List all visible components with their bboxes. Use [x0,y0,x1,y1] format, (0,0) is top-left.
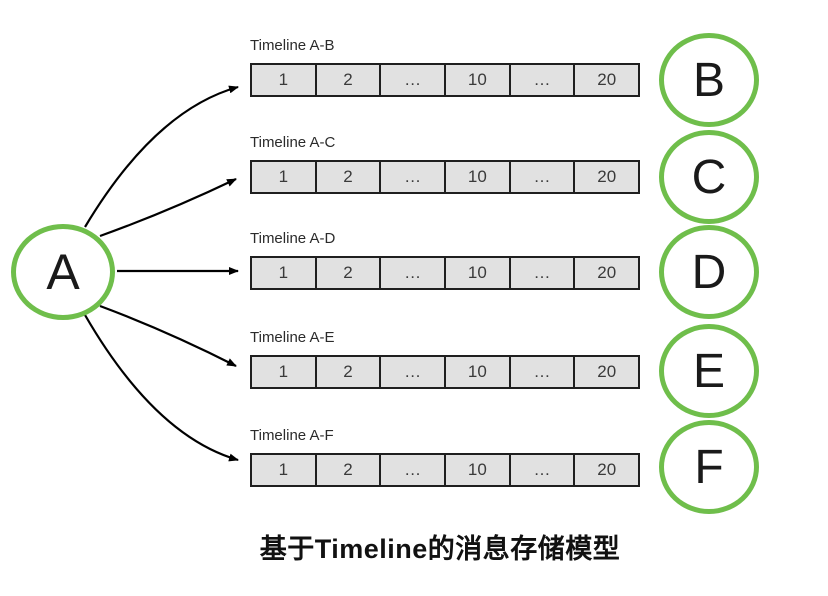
node-f: F [659,420,759,514]
timeline-cell: 2 [316,65,382,95]
timeline-cell: … [381,258,447,288]
timeline-cell: 20 [575,258,639,288]
timeline-cell: 2 [316,357,382,387]
timeline-cell: … [381,455,447,485]
timeline-cell: 20 [575,65,639,95]
node-d-label: D [691,245,727,299]
timeline-row-a-d: 1 2 … 10 … 20 [250,256,640,290]
timeline-group-a-d: Timeline A-D 1 2 … 10 … 20 [250,230,640,290]
timeline-label-a-b: Timeline A-B [250,37,335,54]
node-b-label: B [692,53,725,107]
timeline-cell: … [381,357,447,387]
arrow-a-to-b [84,85,239,228]
timeline-cell: 1 [252,162,317,192]
timeline-group-a-b: Timeline A-B 1 2 … 10 … 20 [250,37,640,97]
node-b: B [659,33,759,127]
timeline-cell: 2 [316,455,382,485]
diagram-title: 基于Timeline的消息存储模型 [259,534,621,564]
timeline-cell: 20 [575,357,639,387]
timeline-cell: 10 [446,455,511,485]
timeline-cell: 20 [575,162,639,192]
timeline-cell: … [381,65,447,95]
timeline-cell: 2 [316,162,382,192]
timeline-cell: 2 [316,258,382,288]
timeline-cell: 1 [252,65,317,95]
timeline-label-a-d: Timeline A-D [250,230,336,247]
timeline-cell: … [510,258,576,288]
timeline-cell: … [510,357,576,387]
timeline-cell: 20 [575,455,639,485]
node-a-label: A [46,244,80,300]
timeline-group-a-c: Timeline A-C 1 2 … 10 … 20 [250,134,640,194]
timeline-cell: 10 [446,162,511,192]
arrow-a-to-c [99,178,237,238]
timeline-cell: 1 [252,258,317,288]
timeline-cell: 10 [446,357,511,387]
timeline-cell: 1 [252,455,317,485]
timeline-cell: … [381,162,447,192]
arrow-a-to-e [99,304,237,367]
timeline-cell: … [510,65,576,95]
timeline-row-a-c: 1 2 … 10 … 20 [250,160,640,194]
timeline-label-a-c: Timeline A-C [250,134,336,151]
node-d: D [659,225,759,319]
node-c-label: C [691,150,727,204]
timeline-group-a-f: Timeline A-F 1 2 … 10 … 20 [250,427,640,487]
timeline-row-a-e: 1 2 … 10 … 20 [250,355,640,389]
node-a: A [11,224,115,320]
timeline-group-a-e: Timeline A-E 1 2 … 10 … 20 [250,329,640,389]
node-f-label: F [694,440,724,494]
arrow-a-to-f [84,314,239,462]
timeline-label-a-f: Timeline A-F [250,427,334,444]
node-c: C [659,130,759,224]
timeline-cell: … [510,162,576,192]
timeline-cell: 10 [446,65,511,95]
timeline-cell: 1 [252,357,317,387]
timeline-label-a-e: Timeline A-E [250,329,335,346]
timeline-row-a-b: 1 2 … 10 … 20 [250,63,640,97]
timeline-row-a-f: 1 2 … 10 … 20 [250,453,640,487]
timeline-cell: 10 [446,258,511,288]
node-e-label: E [692,344,725,398]
timeline-cell: … [510,455,576,485]
node-e: E [659,324,759,418]
